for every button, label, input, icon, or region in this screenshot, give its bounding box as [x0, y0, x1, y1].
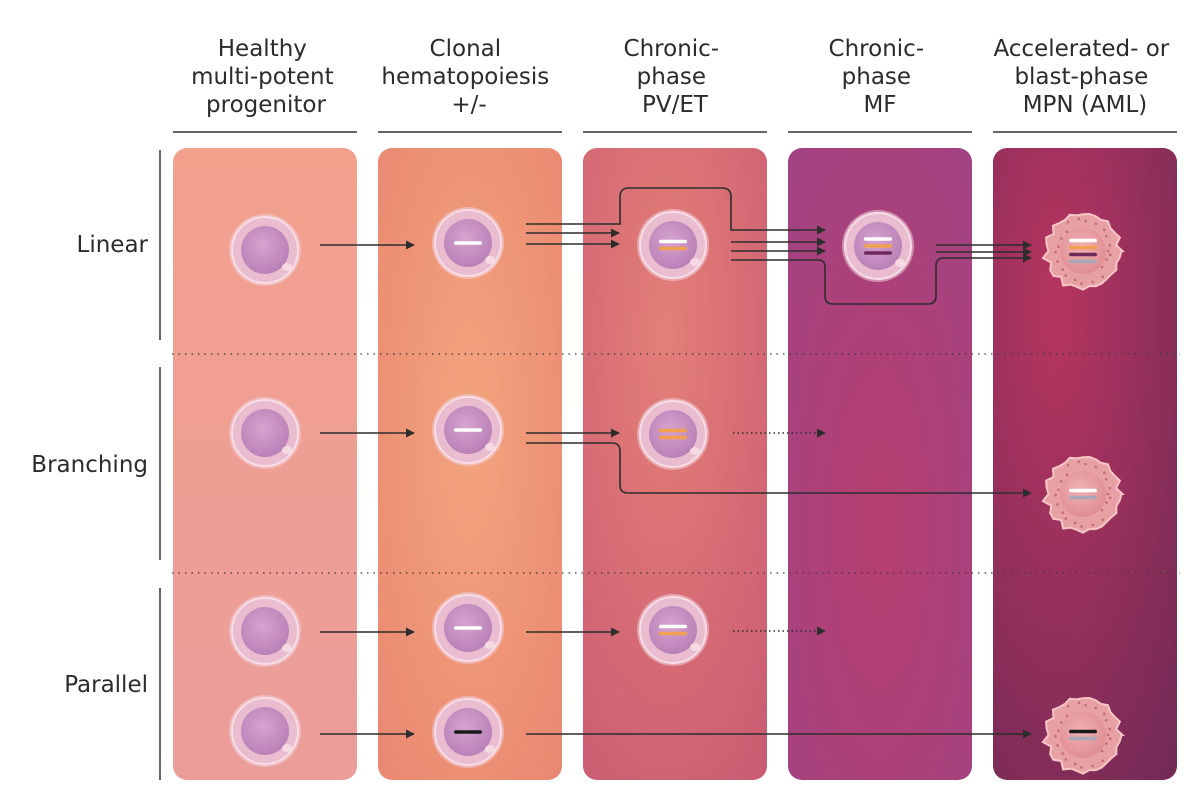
cell-parallel-clonal-1 — [432, 592, 504, 664]
row-label-linear: Linear — [77, 232, 149, 258]
cell-parallel-clonal-2 — [432, 696, 504, 768]
column-header-accelerated-blast: Accelerated- or blast-phase MPN (AML) — [993, 36, 1176, 118]
arrow-branching-to-blast — [526, 442, 1032, 498]
column-headers: Healthy multi-potent progenitor Clonal h… — [191, 36, 1176, 118]
cell-branching-pv-et — [637, 398, 709, 470]
cell-linear-clonal — [432, 207, 504, 279]
arrow-linear-loop-to-mf — [526, 187, 826, 235]
cells — [229, 207, 1126, 775]
column-header-chronic-pv-et: Chronic- phase PV/ET — [624, 36, 727, 118]
cell-parallel-blast — [1041, 696, 1126, 775]
arrow-linear-loop-to-blast — [731, 253, 1032, 305]
arrows — [320, 187, 1032, 739]
cell-linear-healthy — [229, 214, 301, 286]
column-header-clonal-hematopoiesis: Clonal hematopoiesis +/- — [381, 36, 556, 118]
cell-branching-healthy — [229, 397, 301, 469]
cell-parallel-pv-et — [637, 594, 709, 666]
cell-linear-pv-et — [637, 209, 709, 281]
cell-linear-mf — [842, 210, 914, 282]
row-label-parallel: Parallel — [64, 672, 148, 698]
column-header-chronic-mf: Chronic- phase MF — [829, 36, 932, 118]
row-label-branching: Branching — [31, 452, 148, 478]
cell-parallel-healthy-1 — [229, 595, 301, 667]
column-header-healthy: Healthy multi-potent progenitor — [191, 36, 341, 118]
cell-linear-blast — [1041, 212, 1126, 291]
row-dividers — [172, 353, 1180, 574]
cell-parallel-healthy-2 — [229, 695, 301, 767]
row-labels: Linear Branching Parallel — [31, 232, 148, 698]
cell-branching-clonal — [432, 394, 504, 466]
column-panel-mf — [788, 148, 972, 780]
cell-branching-blast — [1041, 455, 1126, 534]
